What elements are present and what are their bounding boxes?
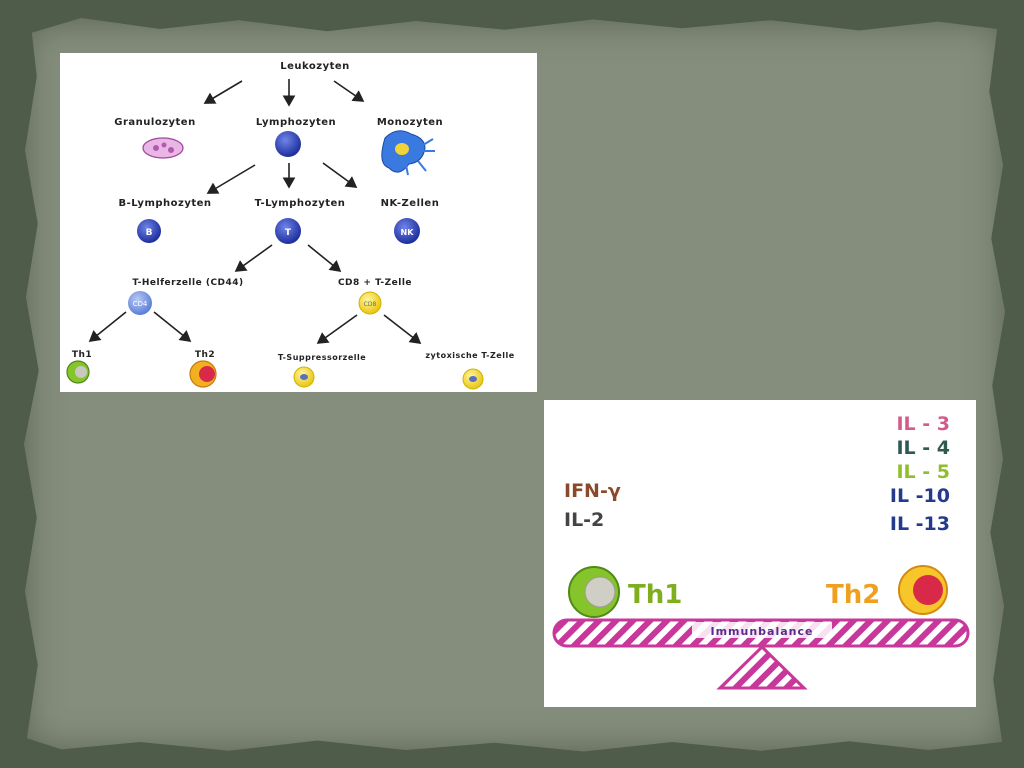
th2-tree-label: Th2 xyxy=(195,350,215,360)
il-13-label: IL -13 xyxy=(890,513,950,535)
balance-beam: Immunbalance xyxy=(552,618,970,648)
cd8-cell-icon: CD8 xyxy=(358,291,382,315)
t-suppressorzelle-label: T-Suppressorzelle xyxy=(278,353,366,362)
cd4-cell-icon: CD4 xyxy=(128,291,152,315)
t-helferzelle-label: T-Helferzelle (CD44) xyxy=(132,278,243,288)
tree-arrows xyxy=(88,79,422,344)
th1-tree-cell-icon xyxy=(66,360,90,384)
ifn-gamma-label: IFN-γ xyxy=(564,480,621,502)
monozyten-label: Monozyten xyxy=(377,117,443,128)
t-cell-text: T xyxy=(285,228,292,238)
b-cell-icon: B xyxy=(137,219,161,243)
th2-tree-cell-icon xyxy=(189,360,217,388)
immune-balance-diagram: IFN-γ IL-2 IL - 3 IL - 4 IL - 5 IL -10 I… xyxy=(552,413,970,690)
lymphozyt-cell-icon xyxy=(275,131,301,157)
root-label: Leukozyten xyxy=(280,61,350,72)
granulozyt-cell-icon xyxy=(142,137,184,159)
cd8-t-zelle-label: CD8 + T-Zelle xyxy=(338,278,412,288)
th1-tree-label: Th1 xyxy=(72,350,92,360)
il-4-label: IL - 4 xyxy=(896,437,950,459)
b-cell-text: B xyxy=(146,228,153,238)
th2-cell-icon xyxy=(898,565,948,615)
granulozyten-label: Granulozyten xyxy=(114,117,195,128)
th1-label: Th1 xyxy=(628,580,682,610)
il-10-label: IL -10 xyxy=(890,485,950,507)
il-5-label: IL - 5 xyxy=(896,461,950,483)
monozyt-cell-icon xyxy=(381,130,435,176)
nk-cell-icon: NK xyxy=(394,218,420,244)
lymphozyten-label: Lymphozyten xyxy=(256,117,336,128)
nk-zellen-label: NK-Zellen xyxy=(381,198,440,209)
cd4-cell-text: CD4 xyxy=(133,300,148,308)
immunbalance-label: Immunbalance xyxy=(711,625,814,638)
t-cell-icon: T xyxy=(275,218,301,244)
nk-cell-text: NK xyxy=(401,228,415,237)
t-suppressor-cell-icon xyxy=(293,366,315,388)
th2-label: Th2 xyxy=(826,580,880,610)
zytoxische-t-zelle-label: zytoxische T-Zelle xyxy=(425,351,514,360)
leukocyte-tree-diagram: Leukozyten Granulozyten Lymphozyten Mono… xyxy=(66,61,514,390)
immune-balance-panel: IFN-γ IL-2 IL - 3 IL - 4 IL - 5 IL -10 I… xyxy=(544,400,976,707)
balance-fulcrum xyxy=(716,644,808,690)
th1-cell-icon xyxy=(568,566,620,618)
t-lymphozyten-label: T-Lymphozyten xyxy=(255,198,346,209)
il-3-label: IL - 3 xyxy=(896,413,950,435)
cd8-cell-text: CD8 xyxy=(364,301,377,308)
b-lymphozyten-label: B-Lymphozyten xyxy=(118,198,211,209)
leukocyte-tree-panel: Leukozyten Granulozyten Lymphozyten Mono… xyxy=(60,53,537,392)
zytoxische-t-cell-icon xyxy=(462,368,484,390)
il-2-label: IL-2 xyxy=(564,509,604,531)
